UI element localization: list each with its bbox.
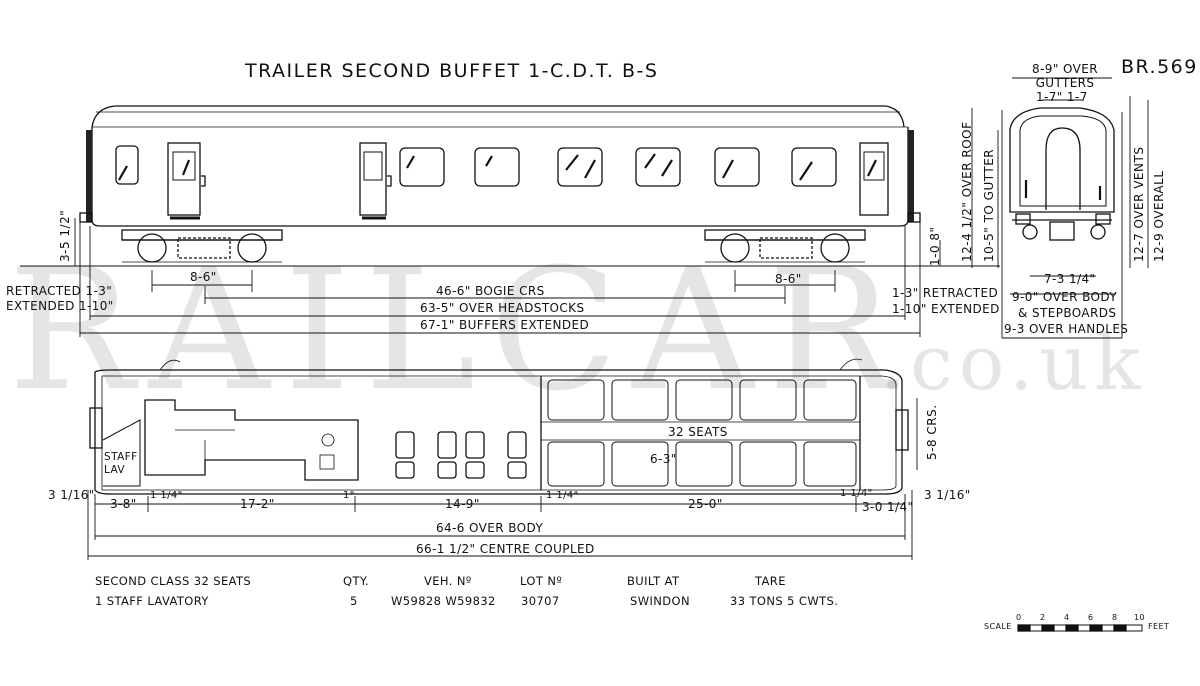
scale-tick-6: 6 [1088, 613, 1094, 622]
end-gauge: 7-3 1/4" [1044, 272, 1096, 286]
end-over-handles: 9-3 OVER HANDLES [1004, 322, 1129, 336]
scale-tick-0: 0 [1016, 613, 1022, 622]
drawing-reference: BR.569 [1121, 56, 1198, 78]
scale-tick-4: 4 [1064, 613, 1070, 622]
segment-2: 1 1/4" [150, 490, 183, 501]
left-retracted: RETRACTED 1-3" [6, 284, 113, 298]
step-height: 1-0 8" [928, 226, 942, 266]
scale-bar [1017, 624, 1143, 632]
segment-4: 1" [343, 490, 355, 501]
end-over-body: 9-0" OVER BODY [1012, 290, 1118, 304]
lot-value: 30707 [521, 594, 560, 608]
qty-label: QTY. [343, 574, 370, 588]
right-bogie [704, 229, 866, 263]
segment-9: 3-0 1/4" [862, 500, 914, 514]
end-view [971, 77, 1149, 339]
veh-label: VEH. Nº [424, 574, 472, 588]
side-elevation [20, 105, 1000, 267]
plan-end-left: 3 1/16" [48, 488, 95, 502]
scale-label: SCALE [984, 622, 1012, 631]
lot-label: LOT Nº [520, 574, 563, 588]
scale-tick-8: 8 [1112, 613, 1118, 622]
seat-pitch: 6-3" [650, 452, 677, 466]
end-over-gutters: 8-9" OVER GUTTERS [1032, 62, 1098, 90]
end-to-gutter: 10-5" TO GUTTER [982, 148, 996, 262]
left-extended: EXTENDED 1-10" [6, 299, 114, 313]
staff-lav-label: STAFF LAV [104, 451, 138, 476]
tare-label: TARE [755, 574, 786, 588]
segment-5: 14-9" [445, 497, 480, 511]
built-value: SWINDON [630, 594, 690, 608]
end-overall: 12-9 OVERALL [1152, 170, 1166, 262]
segment-1: 3-8" [110, 497, 137, 511]
scale-tick-2: 2 [1040, 613, 1046, 622]
qty-value: 5 [350, 594, 358, 608]
buffer-height: 3-5 1/2" [58, 209, 72, 262]
plan-centre-coupled: 66-1 1/2" CENTRE COUPLED [416, 542, 595, 556]
built-label: BUILT AT [627, 574, 680, 588]
over-headstocks: 63-5" OVER HEADSTOCKS [420, 301, 585, 315]
right-bogie-wheelbase: 8-6" [775, 272, 802, 286]
segment-7: 25-0" [688, 497, 723, 511]
scale-unit: FEET [1148, 622, 1170, 631]
crs-label: 5-8 CRS. [925, 404, 939, 460]
buffers-extended: 67-1" BUFFERS EXTENDED [420, 318, 590, 332]
detail-line-1: SECOND CLASS 32 SEATS [95, 574, 252, 588]
tare-value: 33 TONS 5 CWTS. [730, 594, 839, 608]
plan-over-body: 64-6 OVER BODY [436, 521, 544, 535]
plan-end-right: 3 1/16" [924, 488, 971, 502]
scale-tick-10: 10 [1134, 613, 1145, 622]
segment-6: 1 1/4" [546, 490, 579, 501]
right-retracted: 1-3" RETRACTED [892, 286, 999, 300]
plan-view [89, 358, 909, 495]
left-bogie [121, 229, 283, 263]
plan-dimension-lines [87, 398, 918, 560]
seats-label: 32 SEATS [668, 425, 728, 439]
drawing-title: TRAILER SECOND BUFFET 1-C.D.T. B-S [245, 60, 659, 82]
end-gutter-split: 1-7" 1-7 [1036, 90, 1088, 104]
bogie-centres: 46-6" BOGIE CRS [436, 284, 545, 298]
left-bogie-wheelbase: 8-6" [190, 270, 217, 284]
elevation-dimension-lines [74, 218, 941, 337]
detail-line-2: 1 STAFF LAVATORY [95, 594, 209, 608]
right-extended: 1-10" EXTENDED [892, 302, 1000, 316]
veh-value: W59828 W59832 [391, 594, 496, 608]
end-over-roof: 12-4 1/2" OVER ROOF [960, 121, 974, 262]
end-stepboards: & STEPBOARDS [1018, 306, 1117, 320]
end-over-vents: 12-7 OVER VENTS [1132, 146, 1146, 262]
segment-8: 1 1/4" [840, 488, 873, 499]
segment-3: 17-2" [240, 497, 275, 511]
